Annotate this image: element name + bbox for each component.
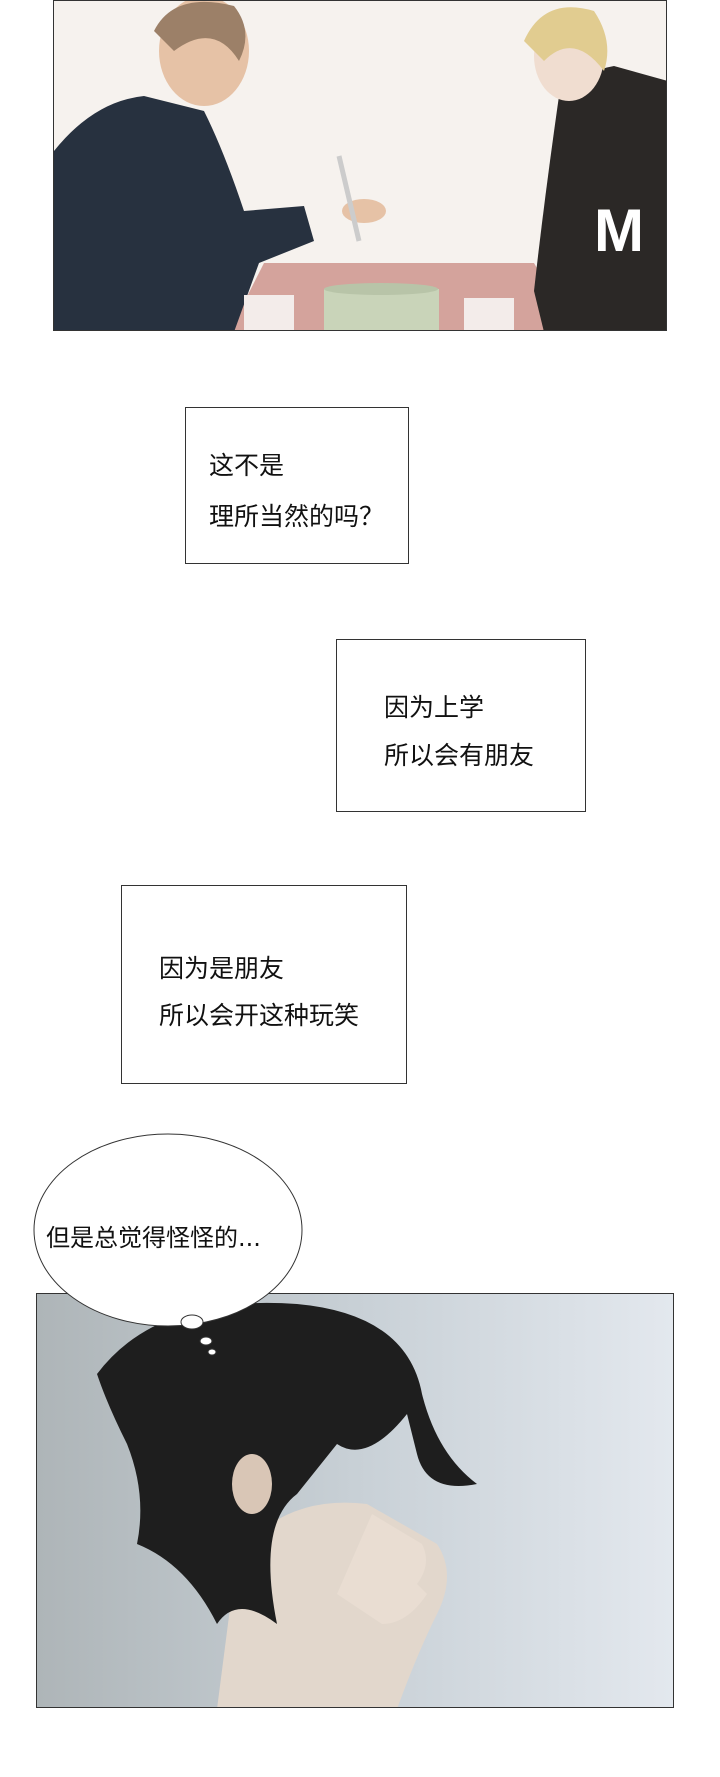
caption-line: 这不是 — [209, 451, 285, 480]
comic-panel-dinner-scene: M — [53, 0, 667, 331]
caption-line: 所以会开这种玩笑 — [159, 1001, 360, 1030]
caption-line: 因为上学 — [384, 693, 485, 722]
caption-box-1: 这不是 理所当然的吗？ — [185, 407, 409, 564]
profile-illustration — [97, 1302, 477, 1707]
thought-bubble-shape — [33, 1133, 303, 1327]
dinner-scene-illustration: M — [54, 1, 666, 330]
caption-box-2: 因为上学 所以会有朋友 — [336, 639, 586, 812]
caption-line: 因为是朋友 — [159, 954, 285, 983]
comic-panel-profile-closeup — [36, 1293, 674, 1708]
thought-dots — [180, 1314, 217, 1356]
caption-line: 理所当然的吗？ — [209, 502, 385, 531]
thought-bubble-text: 但是总觉得怪怪的... — [46, 1224, 261, 1252]
thought-bubble: 但是总觉得怪怪的... — [33, 1133, 303, 1328]
caption-line: 所以会有朋友 — [384, 741, 535, 770]
caption-box-3: 因为是朋友 所以会开这种玩笑 — [121, 885, 407, 1084]
svg-text:M: M — [594, 197, 644, 264]
